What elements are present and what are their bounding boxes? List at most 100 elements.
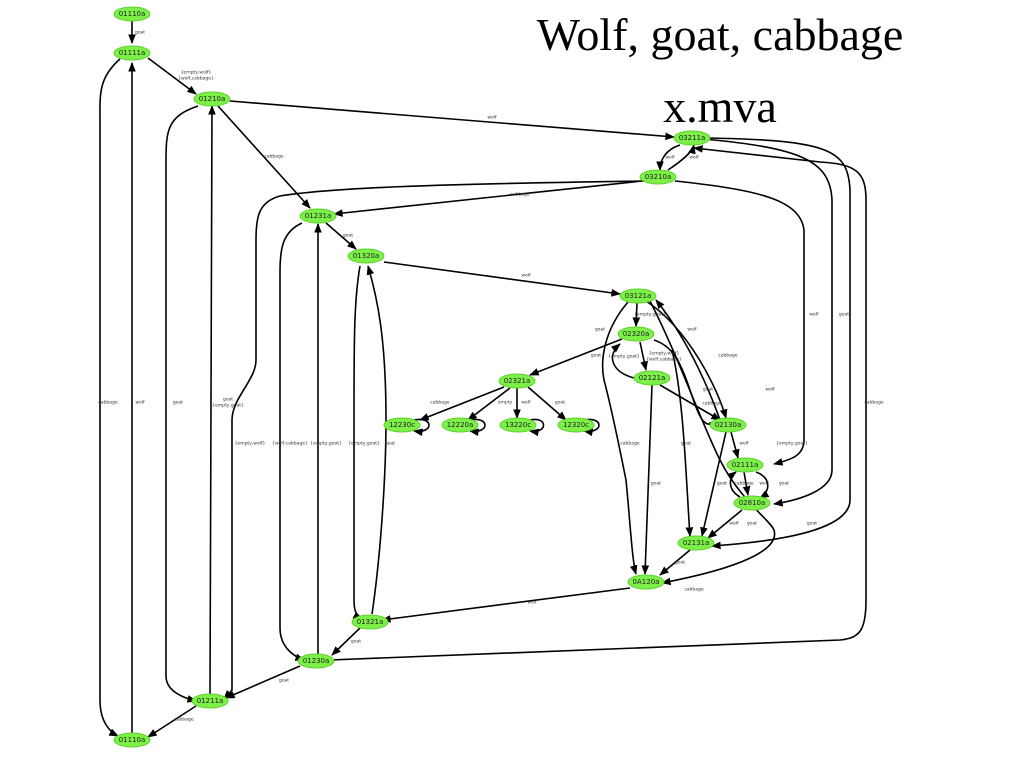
node-shape	[297, 653, 335, 669]
node-label: 13220c	[505, 421, 531, 429]
node-shape	[639, 169, 677, 185]
node-label: 02111a	[732, 461, 759, 469]
node-label: 01231a	[305, 212, 332, 220]
edge	[419, 386, 505, 421]
edge	[165, 105, 199, 703]
edge-label: wolf	[135, 400, 145, 406]
node-shape	[726, 457, 764, 473]
edge	[659, 384, 721, 421]
edge	[707, 509, 743, 539]
edge	[223, 180, 651, 700]
edge	[655, 299, 721, 421]
edge-label: goat	[747, 521, 757, 527]
edge-label: wolf	[687, 327, 697, 333]
node-label: 03211a	[679, 134, 706, 142]
edge-label: {wolf,cabbage}	[646, 357, 682, 363]
state-node[interactable]: 02810a	[733, 495, 771, 511]
state-node[interactable]: 02121a	[633, 370, 671, 386]
node-label: 01210a	[199, 95, 226, 103]
edge	[656, 144, 681, 171]
state-node[interactable]: 03211a	[673, 130, 711, 146]
node-label: 01110a	[119, 736, 146, 744]
edge	[527, 386, 567, 421]
state-node[interactable]: 01211a	[191, 693, 229, 709]
edge-label: goat	[681, 441, 691, 447]
edge	[217, 105, 311, 209]
node-shape	[351, 614, 389, 630]
state-node[interactable]: 01210a	[193, 91, 231, 107]
node-label: 12230c	[389, 421, 415, 429]
state-node[interactable]: 12230c	[383, 417, 421, 433]
edge	[329, 145, 867, 661]
node-label: 01211a	[197, 697, 224, 705]
edge-label: cabbage	[98, 400, 118, 406]
edge-label: goat	[279, 678, 289, 684]
edge-label: {empty,goat}	[776, 441, 808, 447]
edge-label: goat	[591, 353, 601, 359]
state-node[interactable]: 01110a	[113, 732, 151, 748]
node-shape	[709, 417, 747, 433]
edge	[726, 471, 741, 498]
state-node[interactable]: 01230a	[297, 653, 335, 669]
node-shape	[617, 326, 655, 342]
node-label: 02810a	[739, 499, 766, 507]
edge-label: {wolf,cabbage}	[272, 441, 308, 447]
edge	[700, 431, 727, 537]
edge	[639, 341, 648, 371]
state-node[interactable]: 02130a	[709, 417, 747, 433]
node-shape	[383, 417, 421, 433]
node-shape	[633, 370, 671, 386]
node-shape	[733, 495, 771, 511]
state-node[interactable]: 02320a	[617, 326, 655, 342]
edge-label: wolf	[665, 155, 675, 161]
node-shape	[113, 45, 151, 61]
state-node[interactable]: 01321a	[351, 614, 389, 630]
node-shape	[193, 91, 231, 107]
edge	[755, 471, 770, 499]
node-shape	[113, 732, 151, 748]
node-shape	[441, 417, 479, 433]
edge	[229, 100, 675, 141]
edge-label: {empty,wolf}	[181, 70, 212, 76]
edge-label: cabbage	[174, 717, 194, 723]
state-node[interactable]: 02111a	[726, 457, 764, 473]
edge	[467, 387, 511, 421]
state-node[interactable]: 0A120a	[627, 574, 665, 590]
state-node[interactable]: 03210a	[639, 169, 677, 185]
edge-label: goat	[595, 327, 605, 333]
edge-label: wolf	[729, 521, 739, 527]
edge	[705, 137, 851, 550]
edge	[671, 349, 694, 537]
state-node[interactable]: 01111a	[113, 45, 151, 61]
edge-label: cabbage	[864, 400, 884, 406]
state-node[interactable]: 13220c	[499, 417, 537, 433]
node-shape	[673, 130, 711, 146]
slide-subtitle: x.mva	[663, 81, 777, 132]
state-node[interactable]: 01320a	[347, 248, 385, 264]
edge-labels: goat {empty,wolf} {wolf,cabbage} wolf wo…	[98, 30, 884, 723]
state-node[interactable]: 02131a	[677, 535, 715, 551]
edge	[208, 105, 216, 695]
node-label: 02130a	[715, 421, 742, 429]
edge-label: goat	[555, 400, 565, 406]
edge	[632, 302, 641, 327]
node-label: 12320c	[563, 421, 589, 429]
state-node[interactable]: 03121a	[619, 288, 657, 304]
state-node[interactable]: 01231a	[299, 208, 337, 224]
edge	[147, 705, 197, 738]
edge	[352, 265, 363, 620]
edge-label: cabbage	[684, 587, 704, 593]
state-node[interactable]: 02321a	[498, 373, 536, 389]
state-node[interactable]: 01110a	[113, 6, 151, 22]
edge	[469, 418, 486, 437]
edge-label: {empty,wolf}	[649, 351, 680, 357]
edge-label: cabbage	[430, 400, 450, 406]
node-label: 01321a	[357, 618, 384, 626]
edge-label: {empty,goat}	[608, 354, 640, 360]
edge	[99, 58, 121, 737]
state-node[interactable]: 12320c	[557, 417, 595, 433]
node-label: 0A120a	[633, 578, 660, 586]
edge-label: goat	[651, 481, 661, 487]
state-node[interactable]: 12220a	[441, 417, 479, 433]
